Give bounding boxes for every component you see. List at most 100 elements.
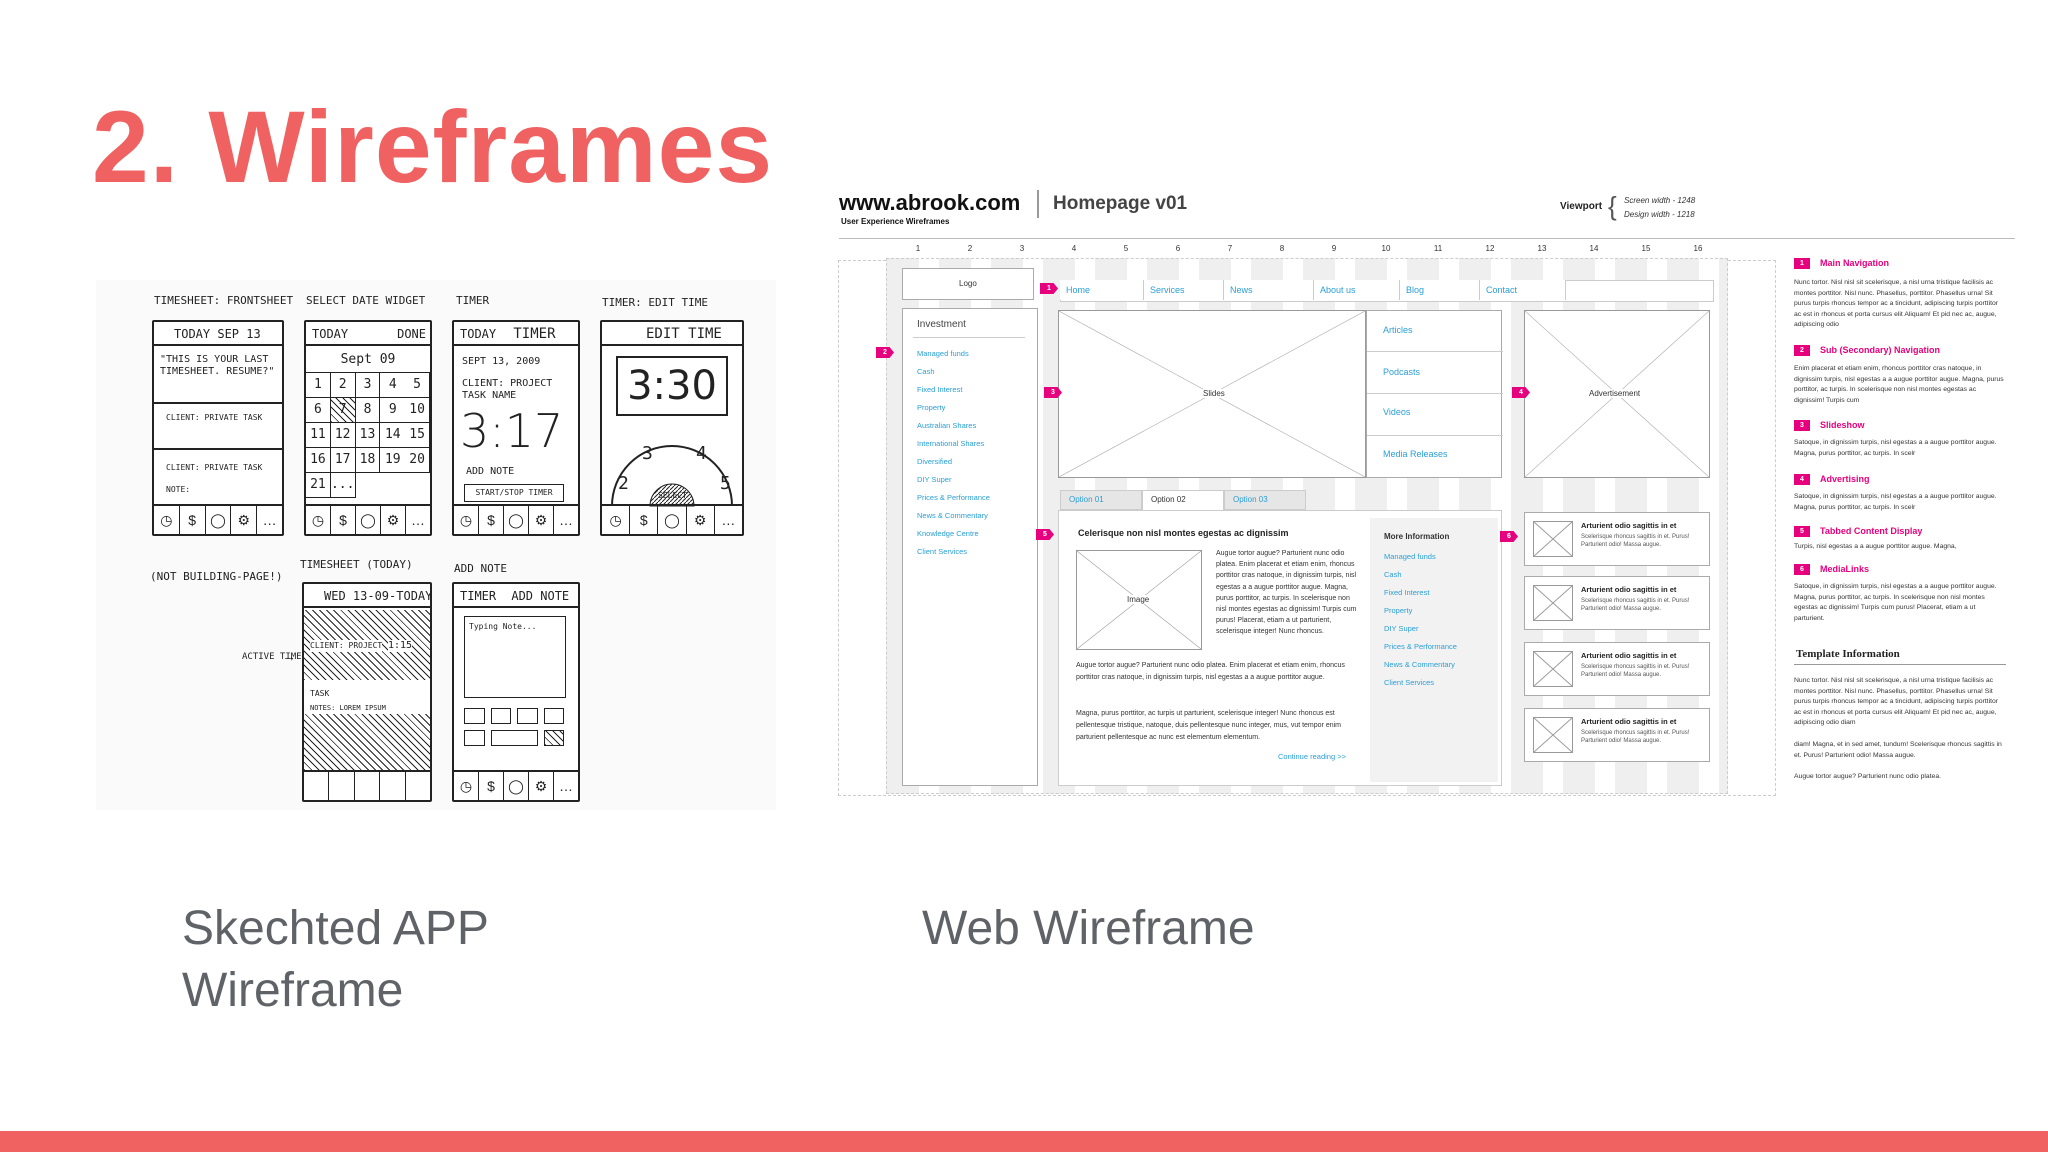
column-number: 2 <box>967 244 973 253</box>
calendar-grid: Sept 09 1 2 3 4 5 6 7 8 9 10 11 12 13 14… <box>306 348 430 498</box>
sidebar-title: Investment <box>917 319 966 330</box>
note-marker: 4 <box>1794 474 1810 485</box>
sidebar-link[interactable]: Australian Shares <box>917 421 977 430</box>
sidebar-link[interactable]: Prices & Performance <box>917 493 990 502</box>
nav-item-about[interactable]: About us <box>1314 280 1400 300</box>
promo-item: Arturient odio sagittis in et Scelerisqu… <box>1524 708 1710 762</box>
column-number: 8 <box>1279 244 1285 253</box>
brace-icon: { <box>1608 191 1617 221</box>
calendar-day: 17 <box>330 448 356 473</box>
nav-item-contact[interactable]: Contact <box>1480 280 1566 300</box>
header-rule <box>839 238 2015 239</box>
column-number: 12 <box>1485 244 1495 253</box>
screen-width: Screen width - 1248 <box>1624 196 1696 205</box>
today-button: TODAY <box>460 327 497 341</box>
calendar-day: 12 <box>330 423 356 448</box>
calendar-day: 6 <box>306 398 331 423</box>
nav-item-news[interactable]: News <box>1224 280 1314 300</box>
calendar-day: 10 <box>405 398 430 423</box>
note-title: Advertising <box>1820 474 1870 484</box>
phone-text: CLIENT: PROJECT <box>310 640 383 652</box>
phone-toolbar: ◷$◯⚙… <box>602 504 742 534</box>
sidebar-link[interactable]: Cash <box>917 367 935 376</box>
tab-option-02[interactable]: Option 02 <box>1142 490 1224 510</box>
calendar-day: 18 <box>355 448 381 473</box>
slides-label: Slides <box>1203 389 1225 398</box>
note-marker: 1 <box>1794 258 1810 269</box>
phone-text: TASK <box>310 689 330 698</box>
calendar-day: 20 <box>405 448 430 473</box>
sketch-label: SELECT DATE WIDGET <box>306 294 426 307</box>
note-text: Satoque, in dignissim turpis, nisl egest… <box>1794 493 1997 511</box>
promo-item: Arturient odio sagittis in et Scelerisqu… <box>1524 512 1710 566</box>
calendar-day: ... <box>330 473 356 498</box>
content-tabs: Option 01 Option 02 Option 03 <box>1060 490 1308 510</box>
viewport-label: Viewport <box>1560 201 1603 212</box>
calendar-day: 15 <box>405 423 430 448</box>
note-text: Turpis, nisl egestas a a augue porttitor… <box>1794 543 1957 550</box>
annotation-marker: 6 <box>1500 531 1518 542</box>
annotation-marker: 4 <box>1512 387 1530 398</box>
sidebar-link[interactable]: Client Services <box>917 547 968 556</box>
note-title: MediaLinks <box>1820 564 1870 574</box>
nav-item-home[interactable]: Home <box>1060 280 1144 300</box>
annotation-marker: 1 <box>1040 283 1058 294</box>
phone-text: TIMESHEET. RESUME?" <box>160 366 275 377</box>
sidebar-link[interactable]: International Shares <box>917 439 985 448</box>
sidebar-link[interactable]: Property <box>917 403 946 412</box>
tab-option-03[interactable]: Option 03 <box>1224 490 1306 510</box>
note-marker: 6 <box>1794 564 1810 575</box>
phone-header: TODAY SEP 13 <box>154 322 282 346</box>
media-link[interactable]: Podcasts <box>1383 367 1421 377</box>
note-title: Sub (Secondary) Navigation <box>1820 345 1941 355</box>
phone-text: SEPT 13, 2009 <box>462 356 541 367</box>
promo-text: Scelerisque rhoncus sagittis in et. Puru… <box>1581 598 1690 612</box>
nav-item-blog[interactable]: Blog <box>1400 280 1480 300</box>
column-number: 3 <box>1019 244 1025 253</box>
tab-option-01[interactable]: Option 01 <box>1060 490 1142 510</box>
more-info-link[interactable]: DIY Super <box>1384 624 1419 633</box>
sidebar-link[interactable]: Managed funds <box>917 349 969 358</box>
more-info-link[interactable]: Client Services <box>1384 678 1435 687</box>
more-info-link[interactable]: News & Commentary <box>1384 660 1455 669</box>
timer-value: 3:17 <box>460 404 564 458</box>
note-textarea: Typing Note... <box>464 616 566 698</box>
template-info-text: Augue tortor augue? Parturient nunc odio… <box>1794 773 1941 780</box>
media-link[interactable]: Media Releases <box>1383 449 1448 459</box>
promo-title: Arturient odio sagittis in et <box>1581 651 1677 660</box>
calendar-day: 11 <box>306 423 331 448</box>
edit-time-title: EDIT TIME <box>602 322 742 346</box>
article-paragraph: Augue tortor augue? Parturient nunc odio… <box>1216 550 1357 636</box>
timer-title: TIMER <box>513 326 556 342</box>
more-info-link[interactable]: Property <box>1384 606 1413 615</box>
phone-text: NOTE: <box>166 485 191 494</box>
wireframe-page-name: Homepage v01 <box>1053 193 1188 214</box>
sketch-phone-timesheet: TODAY SEP 13 "THIS IS YOUR LAST TIMESHEE… <box>152 320 284 536</box>
sidebar-link[interactable]: Diversified <box>917 457 953 466</box>
sidebar-link[interactable]: News & Commentary <box>917 511 988 520</box>
nav-item-services[interactable]: Services <box>1144 280 1224 300</box>
phone-header: WED 13-09-TODAY <box>304 584 430 608</box>
more-info-link[interactable]: Fixed Interest <box>1384 588 1430 597</box>
note-text: Nunc tortor. Nisl nisl sit scelerisque, … <box>1794 279 1999 328</box>
more-info-link[interactable]: Managed funds <box>1384 552 1436 561</box>
sidebar-link[interactable]: Fixed Interest <box>917 385 963 394</box>
logo-label: Logo <box>959 279 977 288</box>
annotation-marker: 2 <box>876 347 894 358</box>
sidebar-link[interactable]: Knowledge Centre <box>917 529 979 538</box>
sketch-label: ADD NOTE <box>454 562 507 575</box>
article-paragraph: Magna, purus porttitor, ac turpis ut par… <box>1076 710 1341 741</box>
media-link[interactable]: Videos <box>1383 407 1411 417</box>
image-label: Image <box>1127 595 1150 604</box>
promo-title: Arturient odio sagittis in et <box>1581 521 1677 530</box>
more-info-link[interactable]: Prices & Performance <box>1384 642 1457 651</box>
sidebar-link[interactable]: DIY Super <box>917 475 952 484</box>
wireframe-subtitle: User Experience Wireframes <box>841 217 950 226</box>
continue-reading-link[interactable]: Continue reading >> <box>1278 752 1346 761</box>
caption-web-wireframe: Web Wireframe <box>922 902 1255 955</box>
media-link[interactable]: Articles <box>1383 325 1413 335</box>
column-number: 4 <box>1071 244 1077 253</box>
more-info-link[interactable]: Cash <box>1384 570 1402 579</box>
today-button: TODAY <box>312 327 349 341</box>
sidebar-nav: Investment Managed funds Cash Fixed Inte… <box>902 308 1038 786</box>
